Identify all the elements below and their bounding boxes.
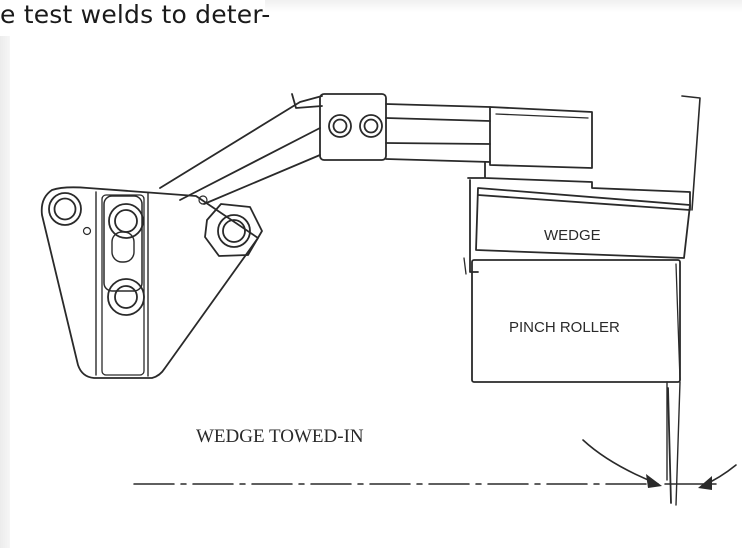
support-arm bbox=[159, 93, 323, 205]
wedge-label: WEDGE bbox=[544, 227, 601, 244]
hex-nut bbox=[204, 203, 263, 257]
pinch-roller bbox=[471, 259, 681, 383]
upper-mount-block bbox=[467, 106, 691, 211]
angle-arrowheads bbox=[646, 474, 712, 490]
bracket-plate bbox=[40, 186, 259, 379]
page-top-shadow bbox=[265, 0, 742, 12]
wedge-block bbox=[463, 179, 691, 275]
header-text-fragment: e test welds to deter- bbox=[0, 0, 271, 29]
arm-clamp bbox=[319, 93, 387, 161]
pinch-roller-label: PINCH ROLLER bbox=[509, 319, 620, 336]
page-edge-shadow bbox=[0, 36, 10, 548]
bracket-bolts bbox=[48, 192, 208, 316]
wedge-towed-in-caption: WEDGE TOWED-IN bbox=[196, 426, 364, 447]
horizontal-rails bbox=[385, 103, 491, 163]
